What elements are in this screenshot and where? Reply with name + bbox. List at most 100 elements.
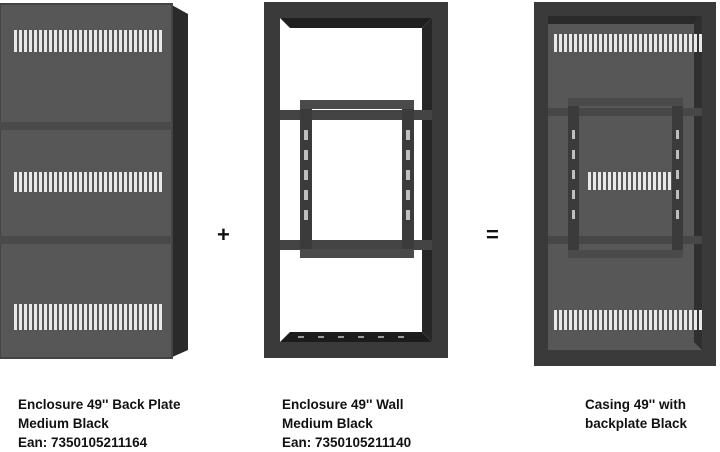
- casing-with-backplate-image: [532, 0, 720, 368]
- vent-slot: [89, 172, 92, 192]
- vent-slot: [49, 172, 52, 192]
- vent-slot: [109, 304, 112, 330]
- vent-slot: [119, 172, 122, 192]
- plus-sign: +: [217, 222, 230, 247]
- vent-slot: [134, 172, 137, 192]
- vent-slot: [574, 34, 577, 52]
- vent-slot: [668, 172, 671, 190]
- product-name-line1: Casing 49'' with: [585, 397, 686, 412]
- vent-slot: [624, 34, 627, 52]
- wall-frame-image: [262, 0, 452, 362]
- vent-slot: [579, 34, 582, 52]
- vent-slot: [633, 172, 636, 190]
- product-name-line1: Enclosure 49'' Back Plate: [18, 397, 181, 412]
- vent-slot: [559, 310, 562, 330]
- vent-slot: [559, 34, 562, 52]
- vent-slot: [684, 310, 687, 330]
- vent-slot: [618, 172, 621, 190]
- vent-slot: [159, 30, 162, 52]
- vent-slot: [623, 172, 626, 190]
- vent-slot: [564, 34, 567, 52]
- vent-slot: [44, 304, 47, 330]
- vent-slot: [663, 172, 666, 190]
- vent-slot: [14, 172, 17, 192]
- vent-slot: [619, 310, 622, 330]
- vent-slot: [129, 172, 132, 192]
- vent-slot: [569, 310, 572, 330]
- vent-slot: [144, 30, 147, 52]
- vent-slot: [684, 34, 687, 52]
- vent-slot: [569, 34, 572, 52]
- vent-slot: [669, 310, 672, 330]
- vent-slot: [629, 34, 632, 52]
- vent-slot: [59, 304, 62, 330]
- vent-slot: [674, 310, 677, 330]
- vent-slot: [614, 310, 617, 330]
- vent-slot: [644, 34, 647, 52]
- vent-slot: [134, 304, 137, 330]
- vent-slot: [34, 172, 37, 192]
- wall-frame-caption: Enclosure 49'' Wall Medium Black Ean: 73…: [282, 395, 411, 452]
- vent-slot: [159, 172, 162, 192]
- vent-slot: [589, 310, 592, 330]
- vent-slot: [34, 30, 37, 52]
- vent-slot: [29, 30, 32, 52]
- vent-slot: [84, 304, 87, 330]
- vent-slot: [19, 304, 22, 330]
- product-name-line2: Medium Black: [282, 416, 373, 431]
- vent-slot: [628, 172, 631, 190]
- vent-slot: [598, 172, 601, 190]
- vent-slot: [554, 310, 557, 330]
- vent-slot: [589, 34, 592, 52]
- vent-slot: [564, 310, 567, 330]
- vent-slot: [604, 34, 607, 52]
- back-plate-caption: Enclosure 49'' Back Plate Medium Black E…: [18, 395, 181, 452]
- vent-slot: [124, 172, 127, 192]
- vent-slot: [94, 30, 97, 52]
- product-name-line2: Medium Black: [18, 416, 109, 431]
- vent-slot: [104, 30, 107, 52]
- vent-slot: [554, 34, 557, 52]
- vent-slot: [658, 172, 661, 190]
- vent-slot: [643, 172, 646, 190]
- vent-slot: [149, 172, 152, 192]
- vent-slot: [129, 30, 132, 52]
- vent-slot: [119, 304, 122, 330]
- vent-slot: [584, 310, 587, 330]
- vent-slot: [664, 310, 667, 330]
- vent-slot: [659, 34, 662, 52]
- vent-slot: [69, 172, 72, 192]
- vent-slot: [674, 34, 677, 52]
- vent-slot: [654, 34, 657, 52]
- vent-slot: [694, 34, 697, 52]
- vent-slot: [639, 310, 642, 330]
- vent-slot: [669, 34, 672, 52]
- vent-slot: [699, 34, 702, 52]
- vent-slot: [664, 34, 667, 52]
- vent-slot: [44, 172, 47, 192]
- vent-slot: [149, 30, 152, 52]
- vent-slot: [638, 172, 641, 190]
- vent-slot: [24, 304, 27, 330]
- vent-slot: [614, 34, 617, 52]
- vent-slot: [49, 30, 52, 52]
- vent-slot: [139, 172, 142, 192]
- vent-slot: [109, 30, 112, 52]
- vent-slot: [599, 310, 602, 330]
- equals-sign: =: [486, 222, 499, 247]
- vent-slot: [79, 30, 82, 52]
- vent-slot: [639, 34, 642, 52]
- vent-slot: [629, 310, 632, 330]
- vent-slot: [599, 34, 602, 52]
- vent-slot: [109, 172, 112, 192]
- vent-slot: [594, 34, 597, 52]
- vent-slot: [144, 172, 147, 192]
- vent-slot: [634, 310, 637, 330]
- vent-slot: [154, 30, 157, 52]
- vent-slot: [139, 30, 142, 52]
- vent-slot: [579, 310, 582, 330]
- vent-slot: [104, 304, 107, 330]
- vent-slot: [54, 304, 57, 330]
- vent-slot: [84, 172, 87, 192]
- vent-slot: [19, 172, 22, 192]
